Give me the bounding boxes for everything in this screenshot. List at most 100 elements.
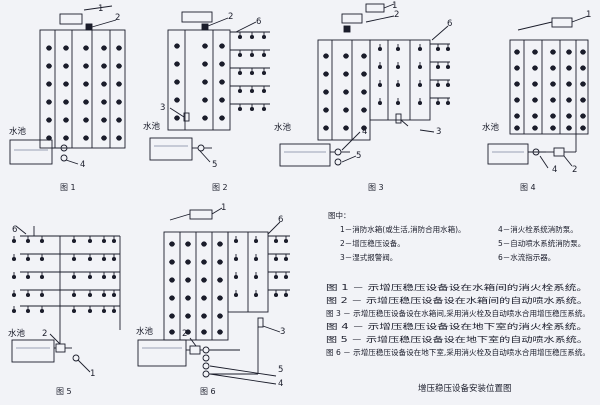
sprinkler-head (111, 308, 117, 314)
sprinkler-heads (377, 44, 451, 106)
sprinkler-head (417, 100, 423, 106)
label-1: 1 (392, 1, 397, 11)
hydrant-symbol (566, 113, 572, 119)
sprinkler-head (261, 88, 267, 94)
sprinkler-head (417, 64, 423, 70)
sprinkler-head (237, 52, 243, 58)
sprinkler-head (253, 238, 259, 244)
hydrant-symbol (361, 53, 367, 59)
figure-3: 1 2 6 3 水池 4 5 图 3 (274, 1, 452, 192)
water-pool (487, 143, 529, 165)
sprinkler-head (101, 238, 107, 244)
hydrant-symbol (46, 117, 52, 123)
diagram-title: 增压稳压设备安装位置图 (418, 383, 512, 394)
sprinkler-head (71, 292, 77, 298)
hydrant-symbol (116, 99, 122, 105)
hydrant-symbol (532, 81, 538, 87)
hydrant-symbol (217, 277, 223, 283)
fire-pump-4 (532, 148, 540, 156)
hydrant-symbol (550, 125, 556, 131)
pool-label: 水池 (274, 122, 292, 133)
legend-heading: 图中： (328, 210, 351, 220)
legend-item-2: 2－增压稳压设备。 (340, 238, 405, 248)
figure-5: 6 水池 2 1 图 5 (8, 225, 121, 396)
hydrant-symbol (361, 125, 367, 131)
hydrant-symbol (514, 113, 520, 119)
hydrant-symbol (514, 65, 520, 71)
hydrant-symbol (343, 125, 349, 131)
hydrant-symbol (550, 49, 556, 55)
hydrant-symbol (514, 81, 520, 87)
hydrant-symbol (201, 277, 207, 283)
sprinkler-head (249, 70, 255, 76)
sprinkler-head (445, 64, 451, 70)
pool-label: 水池 (9, 126, 27, 137)
hydrant-symbol (169, 329, 175, 335)
hydrant-symbol (116, 117, 122, 123)
sprinkler-head (233, 274, 239, 280)
sprinkler-head (377, 64, 383, 70)
sprinkler-head (25, 238, 31, 244)
sprinkler-head (273, 292, 279, 298)
sprinkler-head (233, 256, 239, 262)
water-pool (9, 139, 53, 165)
figure-6: 1 6 3 水池 2 5 4 图 6 (136, 203, 290, 396)
sprinkler-head (435, 64, 441, 70)
figure-4: 1 水池 4 2 图 4 (482, 10, 591, 192)
hydrant-grid (174, 43, 225, 121)
hydrant-symbol (185, 241, 191, 247)
sprinkler-pump-5 (334, 158, 342, 166)
label-2: 2 (115, 13, 120, 23)
hydrant-symbol (83, 135, 89, 141)
sprinkler-pump-5 (202, 370, 210, 378)
hydrant-symbol (83, 117, 89, 123)
hydrant-symbol (323, 71, 329, 77)
hydrant-symbol (185, 259, 191, 265)
hydrant-symbol (46, 135, 52, 141)
sprinkler-head (249, 52, 255, 58)
hydrant-symbol (550, 113, 556, 119)
sprinkler-head (395, 64, 401, 70)
hydrant-symbol (46, 99, 52, 105)
label-6: 6 (12, 225, 17, 235)
hydrant-symbol (63, 99, 69, 105)
hydrant-symbol (580, 65, 586, 71)
hydrant-symbol (201, 313, 207, 319)
sprinkler-head (237, 88, 243, 94)
hydrant-symbol (63, 81, 69, 87)
sprinkler-head (25, 292, 31, 298)
fire-water-tank (181, 11, 213, 23)
wet-alarm-valve (257, 317, 264, 328)
hydrant-symbol (566, 65, 572, 71)
hydrant-symbol (580, 49, 586, 55)
sprinkler-head (111, 274, 117, 280)
hydrant-symbol (532, 49, 538, 55)
pool-label: 水池 (8, 328, 26, 339)
hydrant-symbol (116, 135, 122, 141)
hydrant-symbol (101, 63, 107, 69)
sprinkler-head (283, 274, 289, 280)
hydrant-symbol (580, 81, 586, 87)
hydrant-symbol (219, 61, 225, 67)
hydrant-symbol (219, 97, 225, 103)
fire-pump-4 (202, 362, 210, 370)
hydrant-symbol (101, 117, 107, 123)
label-1: 1 (98, 4, 103, 14)
hydrant-symbol (361, 107, 367, 113)
hydrant-symbol (217, 295, 223, 301)
sprinkler-head (87, 238, 93, 244)
sprinkler-head (111, 256, 117, 262)
label-1: 1 (586, 10, 591, 20)
label-4: 4 (362, 127, 367, 137)
building-outline (39, 29, 126, 149)
label-2: 2 (228, 12, 233, 22)
fire-pump-4 (334, 148, 342, 156)
sprinkler-head (283, 256, 289, 262)
wet-alarm-valve (395, 113, 402, 124)
label-3: 3 (280, 327, 285, 337)
hydrant-symbol (343, 89, 349, 95)
sprinkler-head (87, 256, 93, 262)
sprinkler-head (445, 46, 451, 52)
hydrant-symbol (116, 63, 122, 69)
sprinkler-head (101, 256, 107, 262)
